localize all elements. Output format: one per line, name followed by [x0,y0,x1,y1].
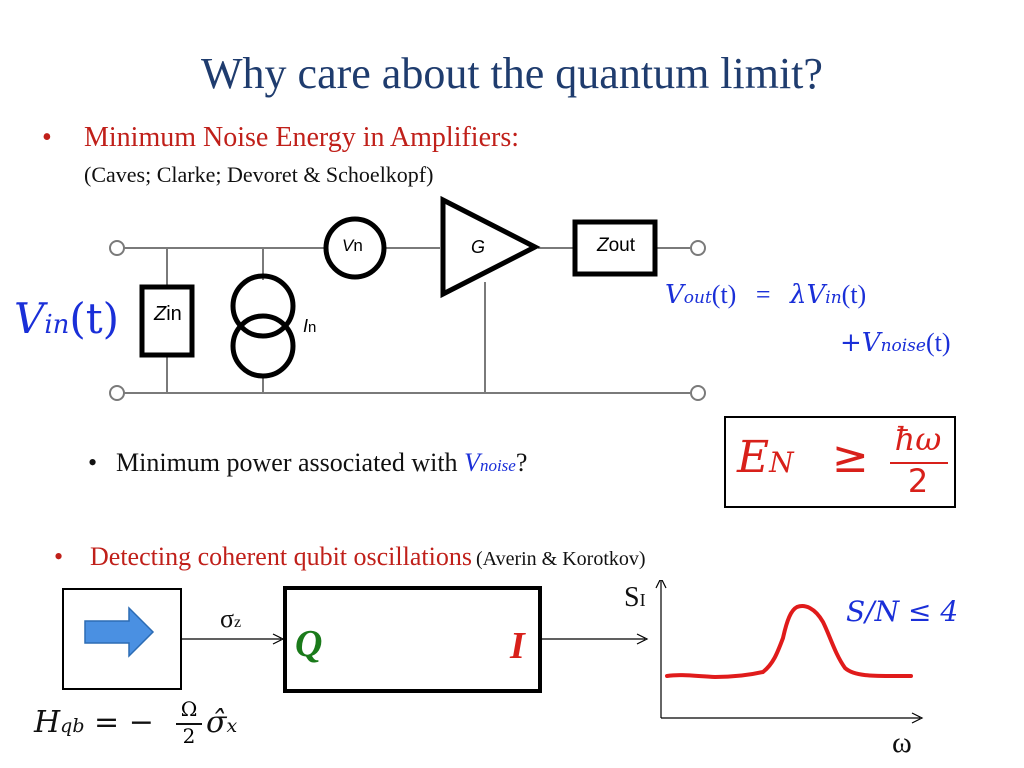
bullet1-heading: Minimum Noise Energy in Amplifiers: [84,122,520,153]
current-source-symbol [230,273,296,379]
detector-box [283,586,542,693]
geq-symbol: ≥ [832,432,869,483]
zout-label: Zout [597,235,636,256]
bullet1-references: (Caves; Clarke; Devoret & Schoelkopf) [84,162,434,187]
q-label: Q [295,623,323,665]
qubit-detection-diagram [62,580,924,724]
omega-fraction-bar [176,723,202,725]
vn-label: Vn [342,236,363,255]
slide-title: Why care about the quantum limit? [201,49,823,98]
gain-label: G [471,237,486,257]
terminal-in-bottom [109,385,125,401]
energy-lhs: EN [737,432,794,483]
omega-numerator: Ω [180,697,198,721]
in-label: In [303,316,317,336]
hamiltonian: Hqb = − [34,705,154,740]
omega-denominator: 2 [182,724,196,748]
sigma-z-label: σz [220,604,242,633]
zout-impedance [572,219,658,277]
qubit-arrow-icon [84,606,155,658]
vout-equation-line1: Vout(t) = λVin(t) [665,280,867,310]
terminal-in-top [109,240,125,256]
terminal-out-top [690,240,706,256]
vout-equation-line2: +Vnoise(t) [840,328,951,358]
amplifier-circuit [109,195,706,401]
terminal-out-bottom [690,385,706,401]
amplifier-triangle [440,195,541,299]
sub-bullet-marker: • [88,448,98,477]
energy-denominator: 2 [907,462,929,500]
i-label: I [510,625,525,667]
sigma-x: σ̂x [206,705,238,740]
bullet2-line: Detecting coherent qubit oscillations (A… [90,542,646,571]
sub-bullet-text: Minimum power associated with Vnoise? [116,448,528,477]
voltage-noise-source [323,216,387,280]
zin-impedance [139,284,195,358]
energy-numerator: ħω [894,420,942,458]
vin-label: Vin(t) [14,294,120,343]
fraction-bar [890,462,948,464]
spectrum-curve [665,604,913,680]
spectrum-x-label: ω [892,726,912,759]
bullet-marker: • [42,122,52,153]
bullet2-marker: • [54,542,64,571]
zin-label: Zin [154,303,182,325]
snr-label: S/N ≤ 4 [846,595,959,628]
energy-bound-box [724,416,956,508]
spectrum-y-label: SI [624,582,646,613]
